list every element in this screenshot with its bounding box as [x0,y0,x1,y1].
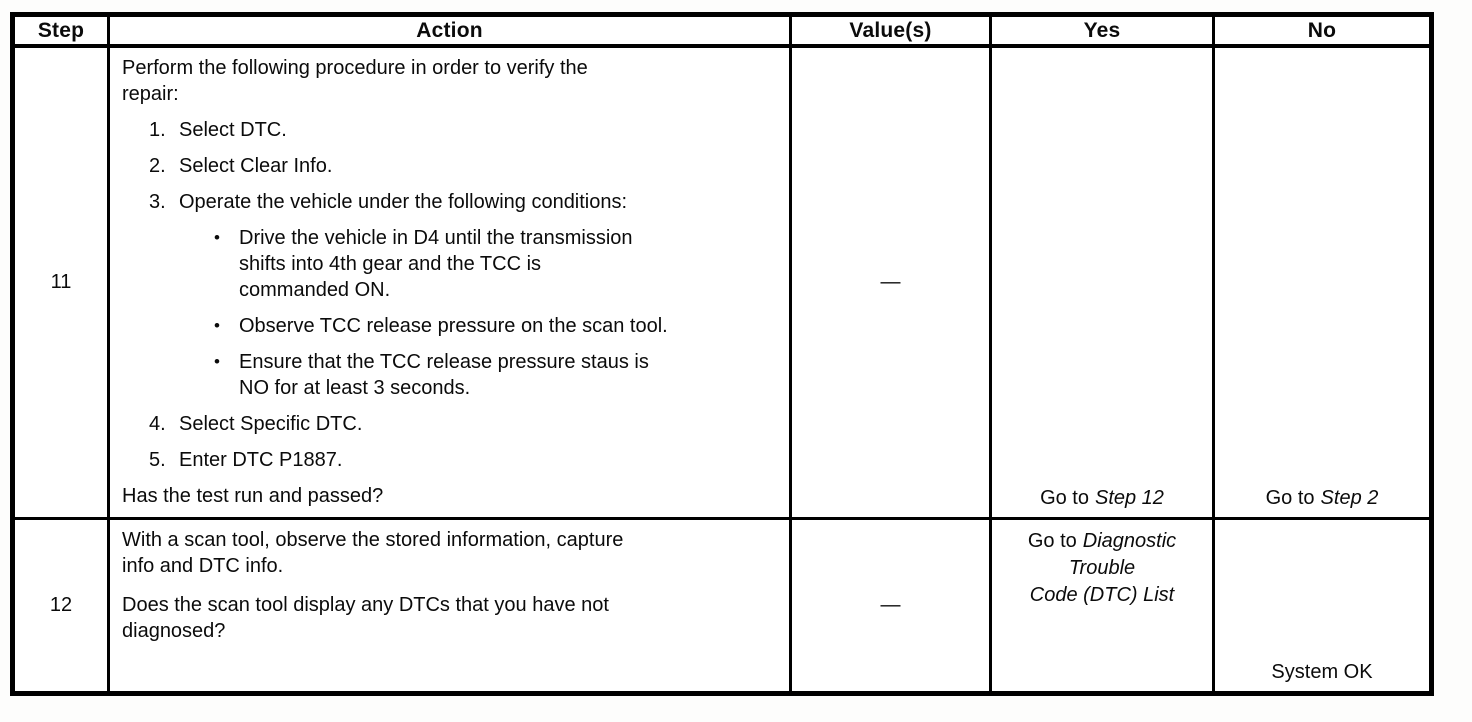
intro-line: Perform the following procedure in order… [122,57,588,79]
step-number-12: 12 [15,520,110,691]
paragraph-line: With a scan tool, observe the stored inf… [122,529,624,551]
bullet-text: Drive the vehicle in D4 until the transm… [239,225,633,303]
paragraph-line: Does the scan tool display any DTCs that… [122,594,609,616]
goto-prefix: Go to [1040,487,1089,509]
bullet-icon: • [214,316,220,335]
item-text: Select Clear Info. [179,155,333,177]
item-text: Select DTC. [179,119,287,141]
goto-target: Step 2 [1320,487,1379,509]
action-cell-step-11: Perform the following procedure in order… [110,48,792,520]
goto-line-2: Trouble [1068,557,1136,579]
bullet-text: Ensure that the TCC release pressure sta… [239,349,649,401]
numbered-item-3: 3. Operate the vehicle under the followi… [149,189,779,215]
item-number: 5. [149,449,166,471]
verification-question: Has the test run and passed? [122,485,384,507]
column-header-action: Action [110,17,792,48]
bullet-line: Ensure that the TCC release pressure sta… [239,351,649,373]
bullet-icon: • [214,352,220,371]
column-header-values: Value(s) [792,17,992,48]
item-text: Enter DTC P1887. [179,449,343,471]
item-text: Select Specific DTC. [179,413,363,435]
goto-prefix: Go to [1265,487,1315,509]
diagnostic-procedure-table: Step Action Value(s) Yes No 11 Perform t… [10,12,1434,696]
column-header-no: No [1215,17,1429,48]
step-number-11: 11 [15,48,110,520]
numbered-item-4: 4. Select Specific DTC. [149,411,779,437]
bullet-item: • Drive the vehicle in D4 until the tran… [214,225,779,303]
column-header-yes: Yes [992,17,1215,48]
value-cell-step-12: — [792,520,992,691]
value-cell-step-11: — [792,48,992,520]
intro-paragraph: Perform the following procedure in order… [122,55,779,107]
system-ok-text: System OK [1271,661,1373,683]
paragraph-line: info and DTC info. [122,555,284,577]
numbered-item-2: 2. Select Clear Info. [149,153,779,179]
goto-line-3: Code (DTC) List [1029,584,1175,606]
bullet-line: NO for at least 3 seconds. [239,377,471,399]
bullet-icon: • [214,228,220,247]
item-number: 3. [149,191,166,213]
bullet-line: shifts into 4th gear and the TCC is [239,253,542,275]
goto-target: Step 12 [1094,487,1164,509]
bullet-item: • Observe TCC release pressure on the sc… [214,313,779,339]
observe-paragraph: With a scan tool, observe the stored inf… [122,527,779,579]
condition-bullet-list: • Drive the vehicle in D4 until the tran… [214,215,779,401]
paragraph-line: diagnosed? [122,620,226,642]
numbered-item-5: 5. Enter DTC P1887. [149,447,779,473]
column-header-step: Step [15,17,110,48]
goto-target-line: Diagnostic [1082,530,1177,552]
bullet-line: commanded ON. [239,279,391,301]
intro-line: repair: [122,83,179,105]
item-text: Operate the vehicle under the following … [179,191,628,213]
bullet-line: Observe TCC release pressure on the scan… [239,315,668,337]
item-number: 2. [149,155,166,177]
item-number: 4. [149,413,166,435]
bullet-item: • Ensure that the TCC release pressure s… [214,349,779,401]
dtc-question-paragraph: Does the scan tool display any DTCs that… [122,592,779,644]
bullet-line: Drive the vehicle in D4 until the transm… [239,227,633,249]
no-cell-step-12: System OK [1215,520,1429,691]
bullet-text: Observe TCC release pressure on the scan… [239,313,668,339]
numbered-item-1: 1. Select DTC. [149,117,779,143]
action-cell-step-12: With a scan tool, observe the stored inf… [110,520,792,691]
goto-prefix: Go to [1027,530,1077,552]
item-number: 1. [149,119,166,141]
